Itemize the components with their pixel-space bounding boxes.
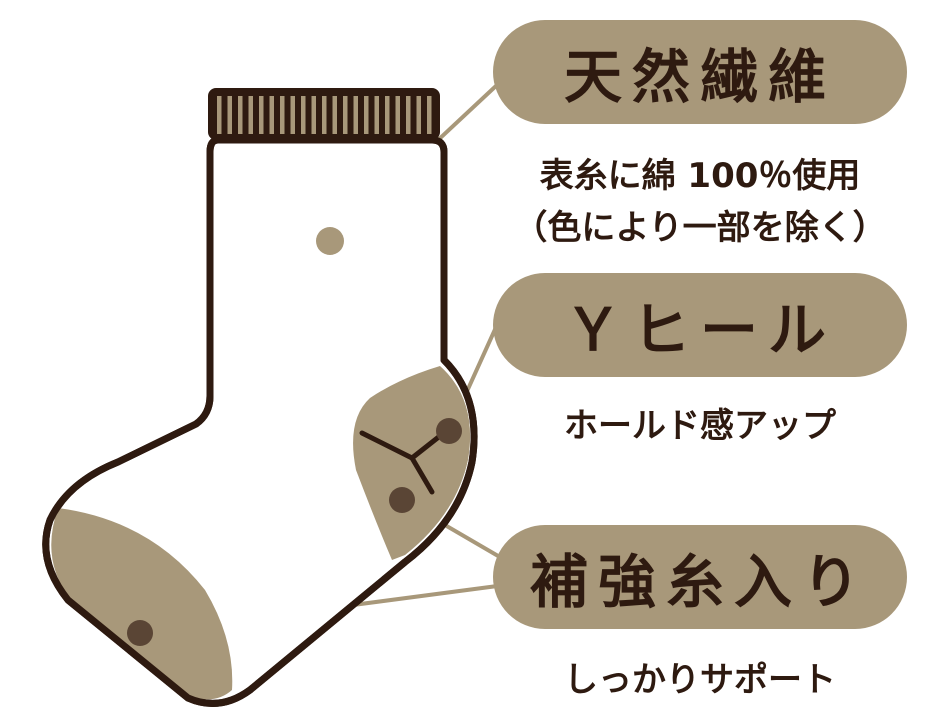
cuff-rib (353, 96, 358, 134)
feature-reinforced-desc: しっかりサポート (564, 660, 836, 700)
cuff-rib (259, 96, 264, 134)
callout-dots (127, 227, 462, 646)
cuff-rib (427, 96, 432, 134)
feature-y-heel-desc: ホールド感アップ (564, 406, 836, 446)
cuff-rib (343, 96, 348, 134)
cuff-rib (227, 96, 232, 134)
feature-y-heel-badge: Ｙヒール (493, 273, 907, 377)
feature-reinforced-badge: 補強糸入り (493, 525, 907, 629)
cuff-rib (385, 96, 390, 134)
cuff-rib (248, 96, 253, 134)
cuff-rib (311, 96, 316, 134)
cuff-rib (280, 96, 285, 134)
cuff-rib (301, 96, 306, 134)
cuff-rib (332, 96, 337, 134)
cuff-rib (322, 96, 327, 134)
toe-reinforcement (51, 508, 233, 700)
heel-reinforcement (353, 366, 471, 560)
cuff-rib (374, 96, 379, 134)
cuff-rib (364, 96, 369, 134)
feature-natural-fiber-badge: 天然繊維 (493, 20, 907, 124)
cuff-rib (290, 96, 295, 134)
sock-outline (42, 136, 478, 707)
feature-natural-fiber-desc: 表糸に綿 100％使用 (539, 156, 861, 196)
feature-natural-fiber-note: （色により一部を除く） (513, 208, 887, 248)
cuff-rib (269, 96, 274, 134)
cuff (208, 88, 440, 140)
cuff-rib (238, 96, 243, 134)
cuff-rib (217, 96, 222, 134)
cuff-rib (395, 96, 400, 134)
cuff-rib (406, 96, 411, 134)
cuff-rib (416, 96, 421, 134)
